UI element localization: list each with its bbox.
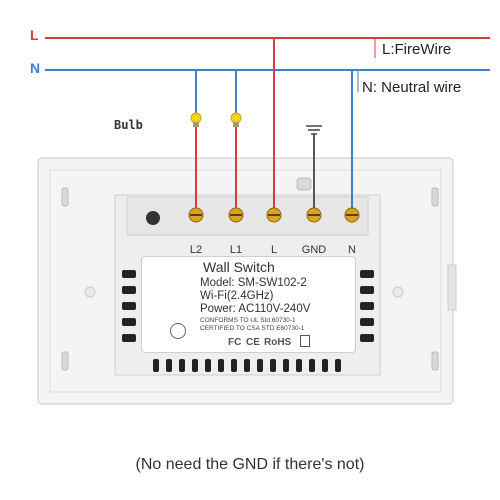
- terminal-screw-n: [344, 207, 360, 223]
- device-label-wifi: Wi-Fi(2.4GHz): [200, 290, 274, 302]
- indicator-dot: [146, 211, 160, 225]
- vents-right: [360, 270, 374, 342]
- device-label: Wall Switch Model: SM-SW102-2 Wi-Fi(2.4G…: [141, 256, 356, 353]
- mount-hole-left: [84, 286, 96, 298]
- bulb-icon-l2: [190, 112, 202, 127]
- live-wire-letter: L: [30, 27, 39, 43]
- neutral-wire-legend: N: Neutral wire: [362, 79, 462, 96]
- fc-mark: FC: [228, 337, 242, 348]
- plate-slots-left: [61, 187, 69, 371]
- neutral-wire-letter: N: [30, 60, 41, 76]
- device-label-title: Wall Switch: [203, 259, 275, 275]
- terminal-label-l: L: [270, 244, 278, 256]
- terminal-screw-l1: [228, 207, 244, 223]
- caption: (No need the GND if there's not): [135, 456, 365, 473]
- mount-hole-right: [392, 286, 404, 298]
- device-label-certified-csa: CERTIFIED TO CSA STD E60730-1: [200, 325, 305, 332]
- plate-inner-frame: [49, 169, 442, 393]
- bulb-label: Bulb: [114, 118, 143, 132]
- terminal-label-l2: L2: [189, 244, 203, 256]
- weee-bin-icon: [300, 335, 310, 347]
- vents-left: [122, 270, 136, 342]
- ground-icon: [306, 125, 322, 135]
- terminal-block: [126, 196, 369, 236]
- ce-mark: CE: [246, 337, 260, 348]
- rohs-mark: RoHS: [264, 337, 292, 348]
- device-label-model: Model: SM-SW102-2: [200, 277, 307, 289]
- terminal-screw-l: [266, 207, 282, 223]
- side-clip-left: [447, 264, 457, 311]
- bulb-icon-l1: [230, 112, 242, 127]
- terminal-screw-gnd: [306, 207, 322, 223]
- plate-slots-right: [296, 177, 439, 371]
- device-label-conform-ul: CONFORMS TO UL Std.60730-1: [200, 317, 296, 324]
- terminal-screw-l2: [188, 207, 204, 223]
- terminal-label-n: N: [348, 244, 356, 256]
- live-wire-legend: L:FireWire: [382, 41, 452, 58]
- vents-bottom: [153, 359, 341, 372]
- terminal-label-gnd: GND: [301, 244, 327, 256]
- terminal-label-l1: L1: [229, 244, 243, 256]
- etl-mark-icon: [170, 323, 186, 339]
- device-label-power: Power: AC110V-240V: [200, 303, 311, 315]
